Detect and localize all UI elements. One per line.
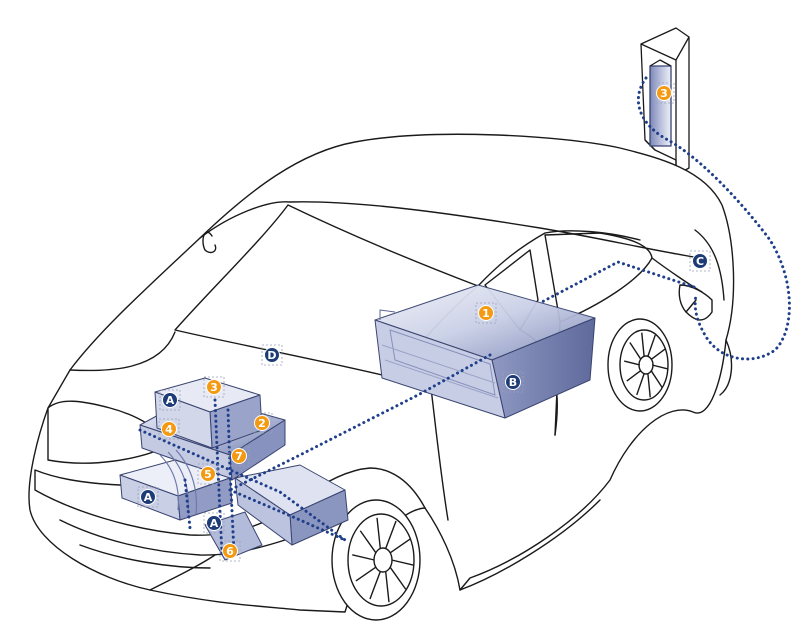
wheel-spoke <box>352 554 375 561</box>
marker-frame <box>203 512 225 534</box>
marker-frame <box>197 463 219 485</box>
wire-port-to-battery <box>538 260 696 305</box>
marker-disc <box>264 347 280 363</box>
marker-label: 2 <box>258 417 266 430</box>
front-wheel <box>331 499 421 621</box>
marker-disc <box>505 374 521 390</box>
marker-label: 5 <box>204 468 212 481</box>
marker-label: C <box>696 255 704 268</box>
marker-m-a-left: A <box>137 486 159 508</box>
wheel-spoke <box>623 360 641 366</box>
marker-m-c: C <box>689 250 711 272</box>
wheel-spoke <box>359 530 377 554</box>
wheel-spoke <box>647 373 651 398</box>
wheel-spoke <box>636 373 645 396</box>
marker-label: A <box>144 491 153 504</box>
marker-label: 6 <box>226 545 234 558</box>
marker-m-2: 2 <box>251 412 273 434</box>
marker-disc <box>478 305 494 321</box>
marker-frame <box>228 445 250 467</box>
rear-wheel <box>607 318 673 412</box>
wheel-spoke <box>384 571 390 603</box>
wheel-spoke <box>389 538 411 554</box>
marker-m-4: 4 <box>158 418 180 440</box>
marker-frame <box>502 371 524 393</box>
marker-m-a-top: A <box>159 389 181 411</box>
marker-m-a-bottom: A <box>203 512 225 534</box>
wire-front-diagonal <box>138 428 347 542</box>
charging-station <box>640 27 690 176</box>
marker-frame <box>203 376 225 398</box>
marker-label: A <box>210 517 219 530</box>
marker-disc <box>254 415 270 431</box>
marker-disc <box>206 379 222 395</box>
wire-battery-to-front <box>228 353 492 492</box>
wheel-spoke <box>641 332 645 357</box>
marker-m-b: B <box>502 371 524 393</box>
marker-frame <box>159 389 181 411</box>
wheel-spoke <box>385 520 397 549</box>
marker-m-3-engine: 3 <box>203 376 225 398</box>
wheel-spoke <box>629 342 642 360</box>
marker-disc <box>222 543 238 559</box>
battery-pack <box>374 284 596 419</box>
wheel-spoke <box>355 566 377 582</box>
marker-label: 1 <box>482 307 490 320</box>
marker-label: D <box>267 349 276 362</box>
marker-disc <box>231 448 247 464</box>
marker-m-7: 7 <box>228 445 250 467</box>
wheel-spoke <box>391 559 414 566</box>
marker-label: B <box>509 376 517 389</box>
marker-label: 3 <box>660 87 668 100</box>
marker-disc <box>206 515 222 531</box>
marker-frame <box>158 418 180 440</box>
wire-charging-cable <box>636 76 791 361</box>
marker-disc <box>200 466 216 482</box>
marker-m-d: D <box>261 344 283 366</box>
wire-cross-right <box>228 488 347 542</box>
marker-disc <box>161 421 177 437</box>
wheel-spoke <box>626 369 642 382</box>
marker-m-1: 1 <box>475 302 497 324</box>
marker-m-6: 6 <box>219 540 241 562</box>
wheel-spoke <box>651 364 669 370</box>
wheel-spoke <box>369 571 381 600</box>
wheel-spoke <box>650 348 666 361</box>
wheel-spoke <box>376 517 382 549</box>
marker-label: A <box>166 394 175 407</box>
wheel-spoke <box>650 370 663 388</box>
marker-label: 7 <box>235 450 243 463</box>
marker-disc <box>692 253 708 269</box>
marker-disc <box>162 392 178 408</box>
wheel-spoke <box>647 334 656 357</box>
marker-disc <box>656 85 672 101</box>
wire-vertical-right <box>226 408 236 554</box>
marker-frame <box>653 82 675 104</box>
marker-m-5: 5 <box>197 463 219 485</box>
marker-m-3-charger: 3 <box>653 82 675 104</box>
marker-frame <box>261 344 283 366</box>
wheel-spoke <box>389 566 407 590</box>
marker-frame <box>137 486 159 508</box>
marker-disc <box>140 489 156 505</box>
marker-frame <box>475 302 497 324</box>
marker-frame <box>251 412 273 434</box>
marker-frame <box>689 250 711 272</box>
marker-label: 4 <box>165 423 173 436</box>
marker-label: 3 <box>210 381 218 394</box>
marker-frame <box>219 540 241 562</box>
